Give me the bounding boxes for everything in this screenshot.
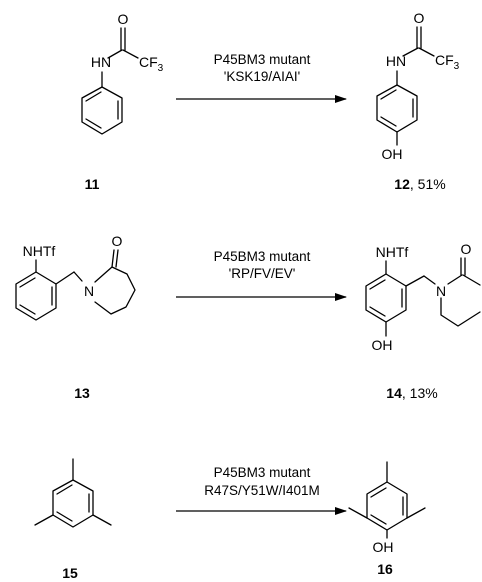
- conditions-3-line2: R47S/Y51W/I401M: [204, 483, 320, 498]
- reaction-1: O HN CF3 11 P45BM3 mutant 'KSK19/AIAI' O…: [81, 10, 460, 192]
- nh-label: HN: [386, 53, 406, 69]
- hydroxyl-label: OH: [372, 337, 393, 353]
- compound-15-structure: [34, 458, 112, 528]
- nitrogen-label: N: [436, 283, 446, 299]
- nhtf-label: NHTf: [376, 244, 409, 260]
- conditions-1-line1: P45BM3 mutant: [214, 52, 311, 67]
- compound-12-structure: O HN CF3 OH: [376, 10, 460, 162]
- hydroxyl-label: OH: [373, 539, 394, 555]
- reaction-3: 15 P45BM3 mutant R47S/Y51W/I401M OH 16: [34, 458, 426, 581]
- conditions-1-line2: 'KSK19/AIAI': [224, 69, 300, 84]
- oxygen-label: O: [461, 241, 472, 257]
- cf3-label: CF3: [435, 52, 460, 72]
- compound-14-label: 14, 13%: [386, 385, 437, 401]
- compound-13-structure: NHTf N O: [15, 233, 136, 321]
- conditions-2-line1: P45BM3 mutant: [214, 249, 311, 264]
- compound-13-label: 13: [74, 385, 90, 401]
- compound-11-label: 11: [85, 176, 100, 192]
- compound-16-label: 16: [377, 561, 393, 577]
- reaction-2: NHTf N O 13 P45BM3 mutant 'RP/FV/EV' NHT…: [15, 233, 481, 401]
- oxygen-label: O: [414, 10, 425, 26]
- cf3-label: CF3: [139, 54, 164, 74]
- compound-14-structure: NHTf N O OH: [365, 241, 481, 353]
- nh-label: HN: [91, 54, 111, 70]
- compound-12-label: 12, 51%: [394, 176, 445, 192]
- nhtf-label: NHTf: [23, 243, 56, 259]
- compound-15-label: 15: [62, 565, 78, 581]
- hydroxyl-label: OH: [382, 146, 403, 162]
- oxygen-label: O: [118, 11, 129, 27]
- conditions-3-line1: P45BM3 mutant: [214, 465, 311, 480]
- conditions-2-line2: 'RP/FV/EV': [229, 266, 296, 281]
- oxygen-label: O: [112, 233, 123, 249]
- compound-16-structure: OH: [348, 461, 426, 555]
- compound-11-structure: O HN CF3: [81, 11, 164, 135]
- nitrogen-label: N: [84, 283, 94, 299]
